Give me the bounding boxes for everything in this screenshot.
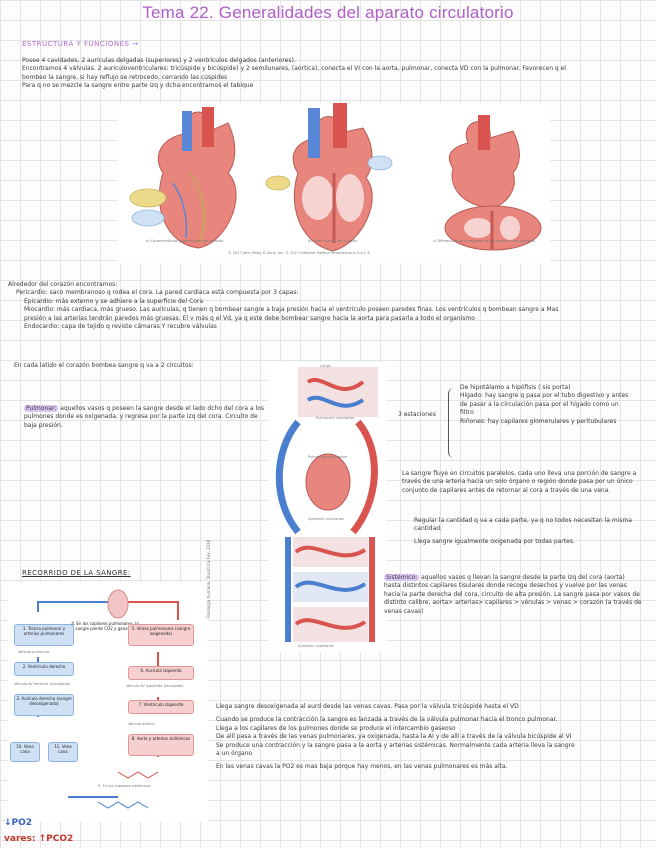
paralelo-item-1: Regular la cantidad q va a cada parte, y… [414,517,632,533]
sistemico-description: Sistémico: aquellos vasos q llevan la sa… [384,574,642,616]
estacion-higado: Hígado: hay sangre q pasa por el tubo di… [460,392,629,417]
diagram-label-systemic-capillaries: Systemic capillaries [298,644,334,648]
list-item-pericardio: Pericardio: saco membranoso q rodea el c… [16,289,299,297]
blood-flow-arrows [37,589,179,809]
blood-flow-diagram: 1. Tronco pulmonar y arterias pulmonares… [8,582,208,822]
valve-pulmonar: Válvula pulmonar [18,650,50,654]
diagram-label-pulm-circulation: Pulmonary circulation [308,455,348,459]
figure-caption-a: a) Características superficiales del cor… [146,239,224,243]
flow-box-4: 4. En los capilares pulmonares, la sangr… [71,621,139,631]
valve-tricuspide: Válvula AV derecha (tricúspide) [14,682,71,686]
text-line: Se produce una contracción y la sangre p… [216,741,575,749]
pulmonar-description: Pulmonar: aquellos vasos q poseen la san… [24,405,269,430]
flow-box-3: 3. Aurícula derecha (sangre desoxigenada… [14,694,74,716]
text-line: bombeo la sangre, si hay reflujo se retr… [22,73,228,81]
recorrido-text: Llega sangre desoxigenada al aurd desde … [216,703,646,772]
heart-external-view [129,107,237,249]
valve-aortica: Válvula aórtica [128,722,155,726]
sistemico-label: Sistémico: [384,574,420,581]
flow-box-10: 10. Vena cava [10,742,40,762]
estacion-rinones: Riñones: hay capilares glomerulares y pe… [460,417,617,425]
section2-text: Alrededor del corazón encontramos: Peric… [8,281,648,331]
list-item-epicardio: Epicardio: más externo y se adhiere a la… [24,297,204,305]
section-heading-estructura: ESTRUCTURA Y FUNCIONES → [22,40,139,48]
paralelo-item-2: Llega sangre igualmente oxigenada por to… [414,538,575,545]
flow-box-7: 7. Ventrículo izquierdo [128,700,194,714]
text-line: Encontramos 4 válvulas. 2 auriculoventri… [22,65,566,73]
pulmonar-label: Pulmonar: [24,405,59,412]
flow-box-11: 11. Vena cava [48,742,78,762]
diagram-label-systemic-circulation: Systemic circulation [308,517,345,521]
diagram-label-pulm-capillaries: Pulmonary capillaries [316,416,355,420]
figure-caption-c: c) Diferencias en el espesor de las pare… [433,239,535,243]
text-line: Llega a los capilares de los pulmones do… [216,724,456,732]
estaciones-label: 3 estaciones [398,411,436,418]
text-line: Posee 4 cavidades, 2 aurículas delgadas … [22,57,296,64]
figure-caption-b: b) Corte frontal del corazón [308,239,358,243]
pulmonar-text: aquellos vasos q poseen la sangre desde … [24,405,265,429]
text-line: Para q no se mezcle la sangre entre part… [22,82,254,90]
circulation-diagram: Lungs Pulmonary capillaries Pulmonary ci… [268,362,386,652]
list-item-miocardio: Miocardio: más cardiaca, más grueso. Las… [24,306,559,314]
po2-label: ↓PO2 [4,818,33,828]
heart-illustrations [129,103,542,252]
text-line: a un órgano [216,750,253,758]
pco2-label: vares: ↑PCO2 [4,834,74,844]
brace [448,388,455,458]
flow-box-6: 6. Aurícula izquierda [128,666,194,680]
text-line: Cuando se produce la contracción la sang… [216,716,558,724]
heart-frontal-section [265,103,393,252]
text-line: De allí pasa a través de las venas pulmo… [216,733,572,741]
sistemico-text: aquellos vasos q llevan la sangre desde … [384,574,642,615]
flow-box-5: 5. Venas pulmonares (sangre oxigenada) [128,624,194,646]
flow-box-1: 1. Tronco pulmonar y arterias pulmonares [14,624,74,646]
circulation-svg [275,367,378,642]
flow-box-8: 8. Aorta y arterias sistémicas [128,734,194,756]
list-item-endocardio: Endocardio: capa de tejido q reviste cám… [24,323,217,331]
flow-box-9: 9. En los capilares sistémicos [98,784,151,788]
circuits-intro: En cada latido el corazón bombea sangre … [14,362,194,369]
vertical-caption: Fisiología humana, Stuart Ira Fox, 2016 [206,539,211,618]
estaciones-head: De hipotálamo a hipófisis ( sis porta) [460,384,571,391]
figure-copyright: © 2017 John Wiley & Sons, Inc. © 2017 Ed… [228,251,371,255]
list-item-miocardio-cont: presión a las arterias tendrán paredes m… [24,314,475,322]
text-line: En las venas cavas la PO2 es mas baja po… [216,763,508,771]
page-title: Tema 22. Generalidades del aparato circu… [142,3,514,22]
flow-box-2: 2. Ventrículo derecho [14,662,74,676]
section-heading-recorrido: RECORRIDO DE LA SANGRE: [22,569,131,577]
heart-anatomy-figure: a) Características superficiales del cor… [118,103,550,263]
estaciones-list: De hipotálamo a hipófisis ( sis porta) H… [460,384,630,426]
section1-text: Posee 4 cavidades, 2 aurículas delgadas … [22,57,642,91]
paralelo-text: La sangre fluye en circuitos paralelos, … [402,470,637,494]
diagram-label-lungs: Lungs [320,364,331,368]
valve-bicuspide: Válvula AV izquierda (bicúspide) [126,684,184,688]
section2-heading: Alrededor del corazón encontramos: [8,281,118,288]
heart-wall-thickness [444,115,542,251]
text-line: Llega sangre desoxigenada al aurd desde … [216,703,519,710]
